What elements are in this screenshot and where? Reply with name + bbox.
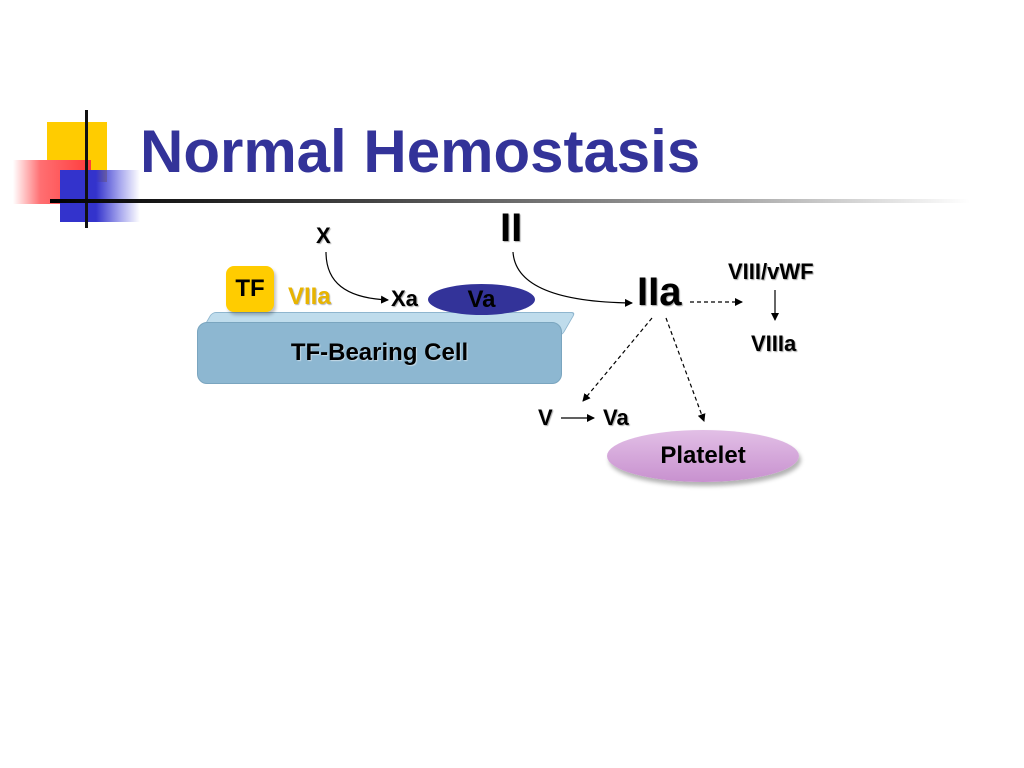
va-platelet-label: Va (603, 405, 629, 430)
factor-ii-label: II (500, 206, 523, 250)
title-underline (50, 199, 970, 203)
viiia-label: VIIIa (751, 331, 797, 356)
factor-x-label: X (316, 223, 331, 248)
tf-box: TF (226, 266, 274, 312)
xa-label: Xa (391, 286, 418, 311)
factor-iia-label: IIa (637, 270, 682, 314)
decorative-blue-block (60, 170, 140, 222)
decorative-vertical-line (85, 110, 88, 228)
va-oval: Va (428, 284, 535, 315)
arrow-iia-to-platelet (665, 317, 706, 422)
platelet: Platelet (607, 430, 799, 482)
arrow-x-to-xa (325, 251, 389, 304)
tf-bearing-cell: TF-Bearing Cell (197, 322, 562, 384)
arrow-iia-to-v (582, 317, 653, 402)
arrow-ii-to-iia (512, 251, 633, 307)
factor-v-label: V (538, 405, 553, 430)
viia-label: VIIa (288, 283, 331, 310)
slide-title: Normal Hemostasis (140, 118, 701, 185)
viii-vwf-label: VIII/vWF (728, 259, 814, 284)
